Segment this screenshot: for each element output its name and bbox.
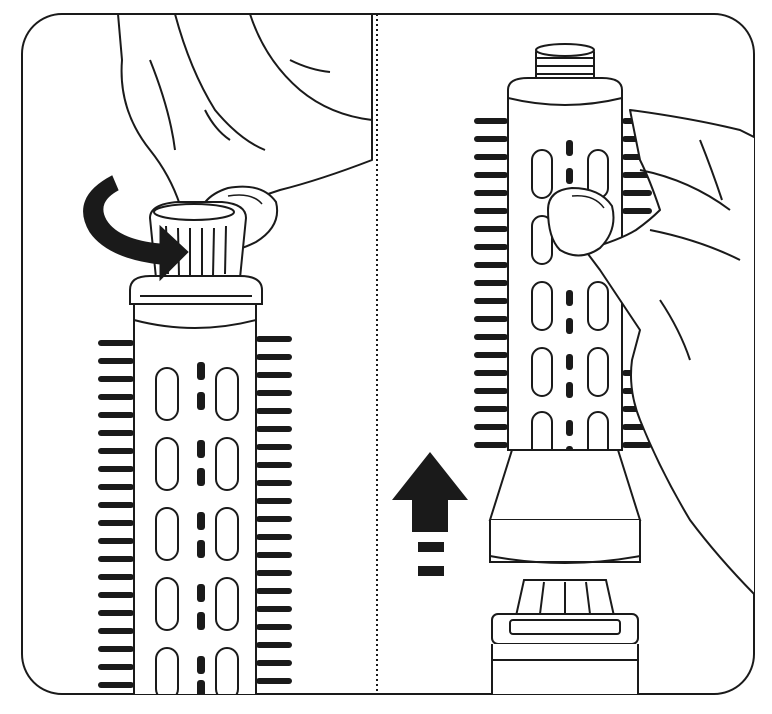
right-lower-body (488, 449, 642, 564)
up-arrow-icon (392, 452, 468, 576)
left-barrel (133, 303, 257, 694)
right-connector (491, 579, 639, 694)
threaded-top (535, 43, 595, 83)
left-center-bristles (197, 362, 205, 694)
left-bristles-outer-left (98, 340, 134, 688)
left-barrel-slots (155, 367, 239, 694)
right-barrel-slots (531, 149, 609, 461)
right-bristles-outer-left (474, 118, 508, 448)
right-hand (547, 109, 754, 601)
right-panel (392, 43, 754, 694)
left-bristles-outer-right (256, 336, 292, 684)
rotate-arrow-icon (83, 175, 189, 282)
left-panel (83, 14, 373, 694)
